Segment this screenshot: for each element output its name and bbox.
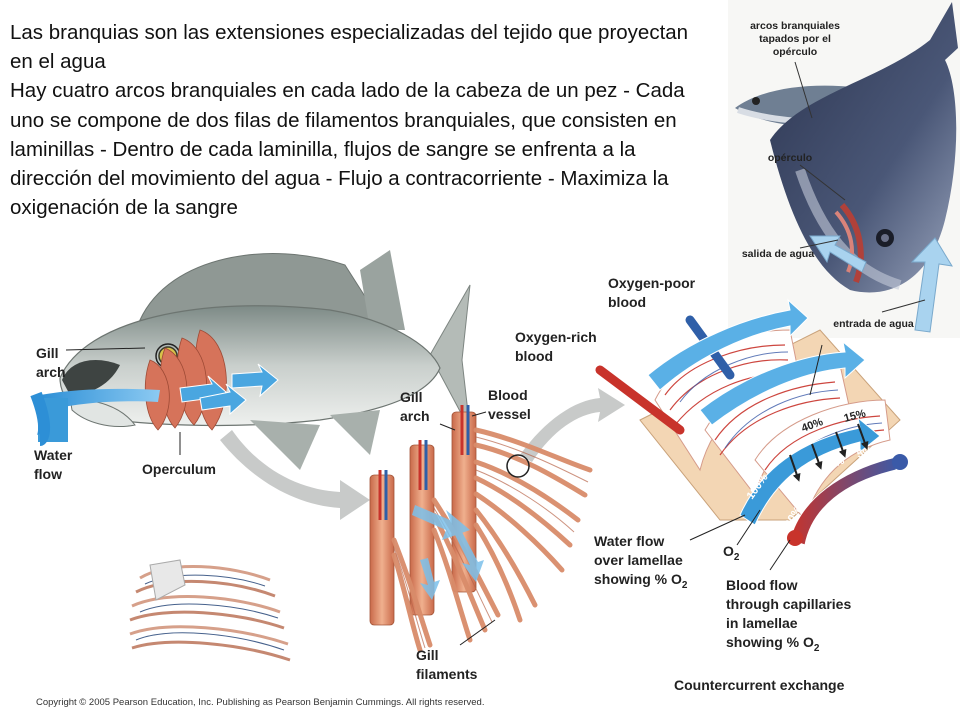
label-oxygen-rich-blood: Oxygen-rich blood: [515, 328, 597, 366]
label-oxygen-rich-line2: blood: [515, 348, 554, 364]
label-water-flow-line1: Water: [34, 447, 73, 463]
label-blood-flow-line2: through capillaries: [726, 596, 852, 612]
label-o2: O2: [723, 542, 739, 567]
label-oxygen-poor-line1: Oxygen-poor: [608, 275, 696, 291]
label-water-flow-lamellae-line1: Water flow: [594, 533, 665, 549]
fish-photo: [728, 0, 960, 338]
label-blood-flow-line1: Blood flow: [726, 577, 798, 593]
label-water-flow: Water flow: [34, 446, 72, 484]
label-fish-gill-arch-line1: Gill: [36, 345, 59, 361]
label-water-flow-lamellae-sub: 2: [681, 579, 688, 591]
label-water-flow-lamellae-line3: showing % O2: [594, 570, 687, 595]
label-blood-flow-line3: in lamellae: [726, 615, 798, 631]
label-oxygen-rich-line1: Oxygen-rich: [515, 329, 597, 345]
label-gill-filaments-line1: Gill: [416, 647, 439, 663]
label-fish-gill-arch-line2: arch: [36, 364, 66, 380]
label-blood-flow-line4: showing % O2: [726, 633, 851, 658]
intro-paragraph-1: Las branquias son las extensiones especi…: [10, 21, 689, 74]
label-blood-vessel-line1: Blood: [488, 387, 528, 403]
label-filament-gill-arch-line2: arch: [400, 408, 430, 424]
label-gill-filaments: Gill filaments: [416, 646, 477, 684]
label-o2-sub: 2: [733, 551, 740, 563]
label-blood-flow-capillaries: Blood flow through capillaries in lamell…: [726, 576, 851, 658]
copyright-notice: Copyright © 2005 Pearson Education, Inc.…: [36, 697, 485, 708]
label-oxygen-poor-line2: blood: [608, 294, 647, 310]
label-water-flow-lamellae: Water flow over lamellae showing % O2: [594, 532, 687, 595]
label-o2-text: O: [723, 543, 734, 559]
label-gill-filaments-line2: filaments: [416, 666, 478, 682]
caption-countercurrent: Countercurrent exchange: [674, 677, 845, 693]
label-filament-gill-arch-line1: Gill: [400, 389, 423, 405]
label-arcos-branquiales: arcos branquiales tapados por el opércul…: [750, 20, 840, 58]
label-water-flow-lamellae-text: showing % O: [594, 571, 682, 587]
lamella-detail: 100% 70% 40% 15% 90% 60% 30% 5%: [595, 298, 908, 571]
label-oxygen-poor-blood: Oxygen-poor blood: [608, 274, 695, 312]
label-fish-gill-arch: Gill arch: [36, 344, 66, 382]
label-blood-flow-line4-text: showing % O: [726, 634, 814, 650]
blood-percent-4: 5%: [856, 445, 875, 461]
label-blood-flow-line4-sub: 2: [813, 642, 820, 654]
label-filament-gill-arch: Gill arch: [400, 388, 430, 426]
label-operculo: opérculo: [767, 152, 813, 164]
lamellae-stack: [129, 559, 291, 662]
label-blood-vessel-line2: vessel: [488, 406, 531, 422]
label-water-flow-lamellae-line2: over lamellae: [594, 552, 683, 568]
water-percent-4: 15%: [843, 408, 868, 425]
label-salida-de-agua: salida de agua: [741, 248, 815, 260]
gill-filaments: [369, 405, 593, 653]
intro-text: Las branquias son las extensiones especi…: [10, 18, 700, 222]
bass-fish: [30, 250, 471, 470]
label-blood-vessel: Blood vessel: [488, 386, 531, 424]
label-entrada-de-agua: entrada de agua: [833, 318, 914, 330]
label-operculum: Operculum: [142, 461, 216, 477]
label-water-flow-line2: flow: [34, 466, 62, 482]
intro-paragraph-2: Hay cuatro arcos branquiales en cada lad…: [10, 79, 685, 220]
